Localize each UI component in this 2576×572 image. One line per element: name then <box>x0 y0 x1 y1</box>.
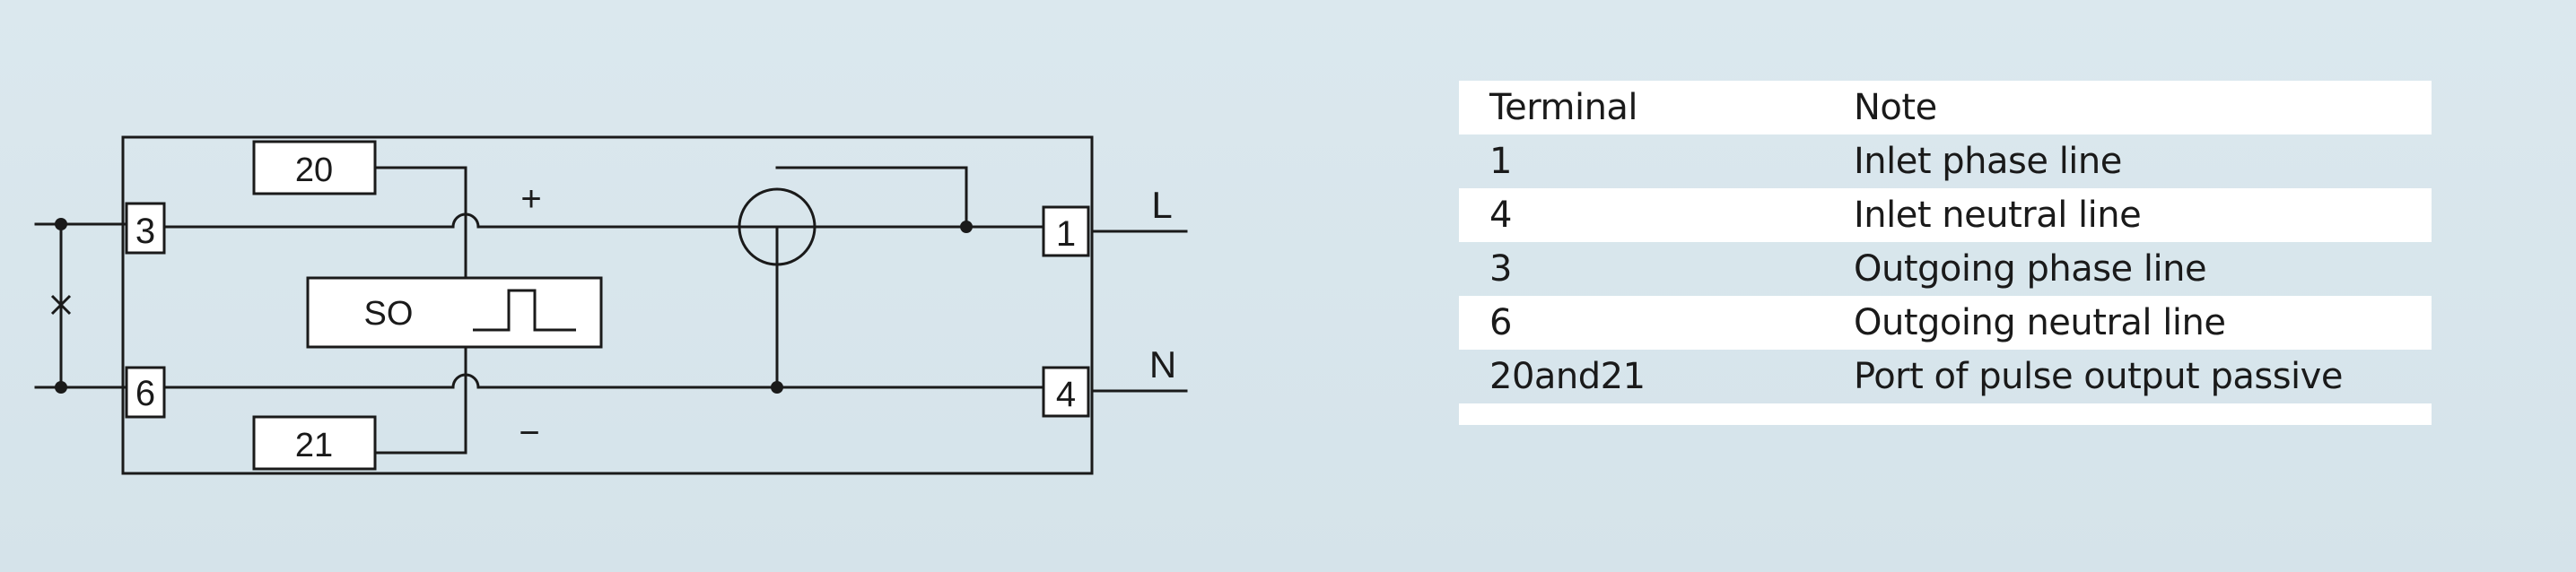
terminal-21-box <box>252 415 377 471</box>
terminal-4-label: 4 <box>1056 375 1076 414</box>
terminal-1-box <box>1042 205 1090 257</box>
so-pulse-box <box>306 276 603 349</box>
column-header-note: Note <box>1854 87 1937 128</box>
junction-dot <box>55 381 67 394</box>
cell-terminal: 6 <box>1489 302 1512 343</box>
cell-note: Outgoing neutral line <box>1854 302 2226 343</box>
table-row: 1 Inlet phase line <box>1459 134 2432 188</box>
table-row: 3 Outgoing phase line <box>1459 242 2432 296</box>
cell-terminal: 4 <box>1489 195 1512 236</box>
terminal-3-label: 3 <box>135 212 155 251</box>
terminal-table: Terminal Note 1 Inlet phase line 4 Inlet… <box>1459 81 2432 425</box>
table-row: 20and21 Port of pulse output passive <box>1459 350 2432 403</box>
wire-current-loop <box>775 166 968 229</box>
pulse-minus-sign: − <box>519 413 539 453</box>
terminal-20-label: 20 <box>295 152 333 189</box>
table-header-row: Terminal Note <box>1459 81 2432 134</box>
column-header-terminal: Terminal <box>1489 87 1638 128</box>
pulse-plus-sign: + <box>520 179 541 219</box>
terminal-21-label: 21 <box>295 427 333 464</box>
cell-terminal: 20and21 <box>1489 356 1646 397</box>
cell-terminal: 1 <box>1489 141 1512 182</box>
link-cross-mark <box>50 294 72 316</box>
pulse-waveform-icon <box>473 289 576 332</box>
metering-element-icon <box>738 187 816 266</box>
cell-terminal: 3 <box>1489 248 1512 290</box>
terminal-3-box <box>125 202 166 255</box>
table-row: 6 Outgoing neutral line <box>1459 296 2432 350</box>
cell-note: Port of pulse output passive <box>1854 356 2343 397</box>
table-row: 4 Inlet neutral line <box>1459 188 2432 242</box>
line-label-L: L <box>1151 184 1172 226</box>
meter-housing <box>121 135 1094 475</box>
line-label-N: N <box>1149 343 1176 386</box>
terminal-4-box <box>1042 366 1090 418</box>
junction-dot <box>960 221 973 233</box>
cell-note: Outgoing phase line <box>1854 248 2207 290</box>
junction-dot <box>55 218 67 230</box>
terminal-6-label: 6 <box>135 374 155 413</box>
wiring-diagram: × 3 6 1 4 20 21 SO + − L N <box>34 135 1188 475</box>
cell-note: Inlet phase line <box>1854 141 2122 182</box>
terminal-6-box <box>125 366 166 419</box>
junction-dot <box>771 381 783 394</box>
cell-note: Inlet neutral line <box>1854 195 2142 236</box>
so-label: SO <box>364 295 414 333</box>
table-footer-band <box>1459 403 2432 425</box>
terminal-1-label: 1 <box>1056 214 1076 254</box>
terminal-20-box <box>252 140 377 195</box>
